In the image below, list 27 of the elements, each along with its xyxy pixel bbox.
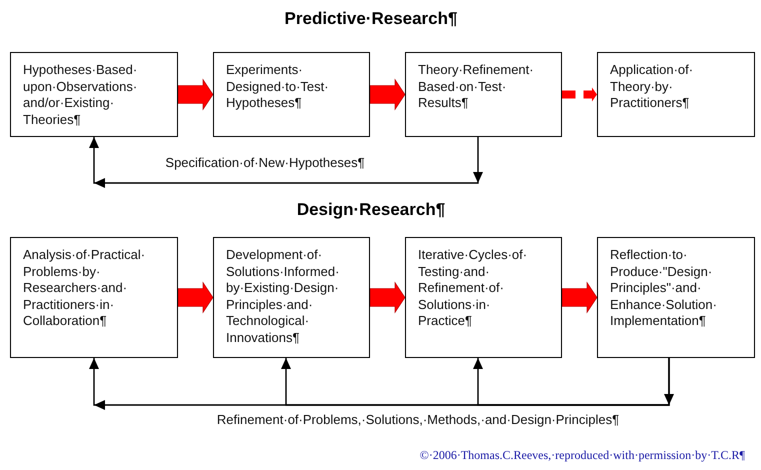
box-text: Experiments· Designed·to·Test· Hypotheses¶ [226, 62, 330, 112]
box-text: Hypotheses·Based· upon·Observations· and/or·Existing· Theories¶ [23, 62, 138, 128]
block-arrow [370, 282, 406, 314]
block-arrow [562, 282, 598, 314]
block-arrow [178, 282, 214, 314]
process-box [597, 52, 755, 137]
process-box [405, 237, 562, 358]
block-arrow [178, 78, 214, 110]
process-box [405, 52, 562, 137]
block-arrow [370, 78, 406, 110]
process-box [10, 52, 178, 137]
process-box [213, 52, 370, 137]
block-arrow [562, 88, 597, 102]
process-box [10, 237, 178, 358]
process-box [213, 237, 370, 358]
box-text: Reflection·to· Produce·"Design· Principles"·and· Enhance·Solution· Implementation¶ [610, 247, 718, 330]
edge-label: Specification·of·New·Hypotheses¶ [163, 155, 367, 170]
section-heading: Design·Research¶ [296, 200, 446, 220]
section-heading: Predictive·Research¶ [284, 9, 458, 29]
box-text: Analysis·of·Practical· Problems·by· Researchers·and· Practitioners·in· Collaboration¶ [23, 247, 146, 330]
process-box [597, 237, 755, 358]
box-text: Theory·Refinement· Based·on·Test· Results¶ [418, 62, 535, 112]
box-text: Development·of· Solutions·Informed· by·Existing·Design· Principles·and· Technological· Innovations¶ [226, 247, 340, 346]
box-text: Iterative·Cycles·of· Testing·and· Refinement·of· Solutions·in· Practice¶ [418, 247, 528, 330]
edge-label: Refinement·of·Problems,·Solutions,·Methods,·and·Design·Principles¶ [214, 412, 622, 427]
copyright-note: ©·2006·Thomas.C.Reeves,·reproduced·with·permission·by·T.C.R¶ [420, 448, 745, 463]
box-text: Application·of· Theory·by· Practitioners¶ [610, 62, 694, 112]
